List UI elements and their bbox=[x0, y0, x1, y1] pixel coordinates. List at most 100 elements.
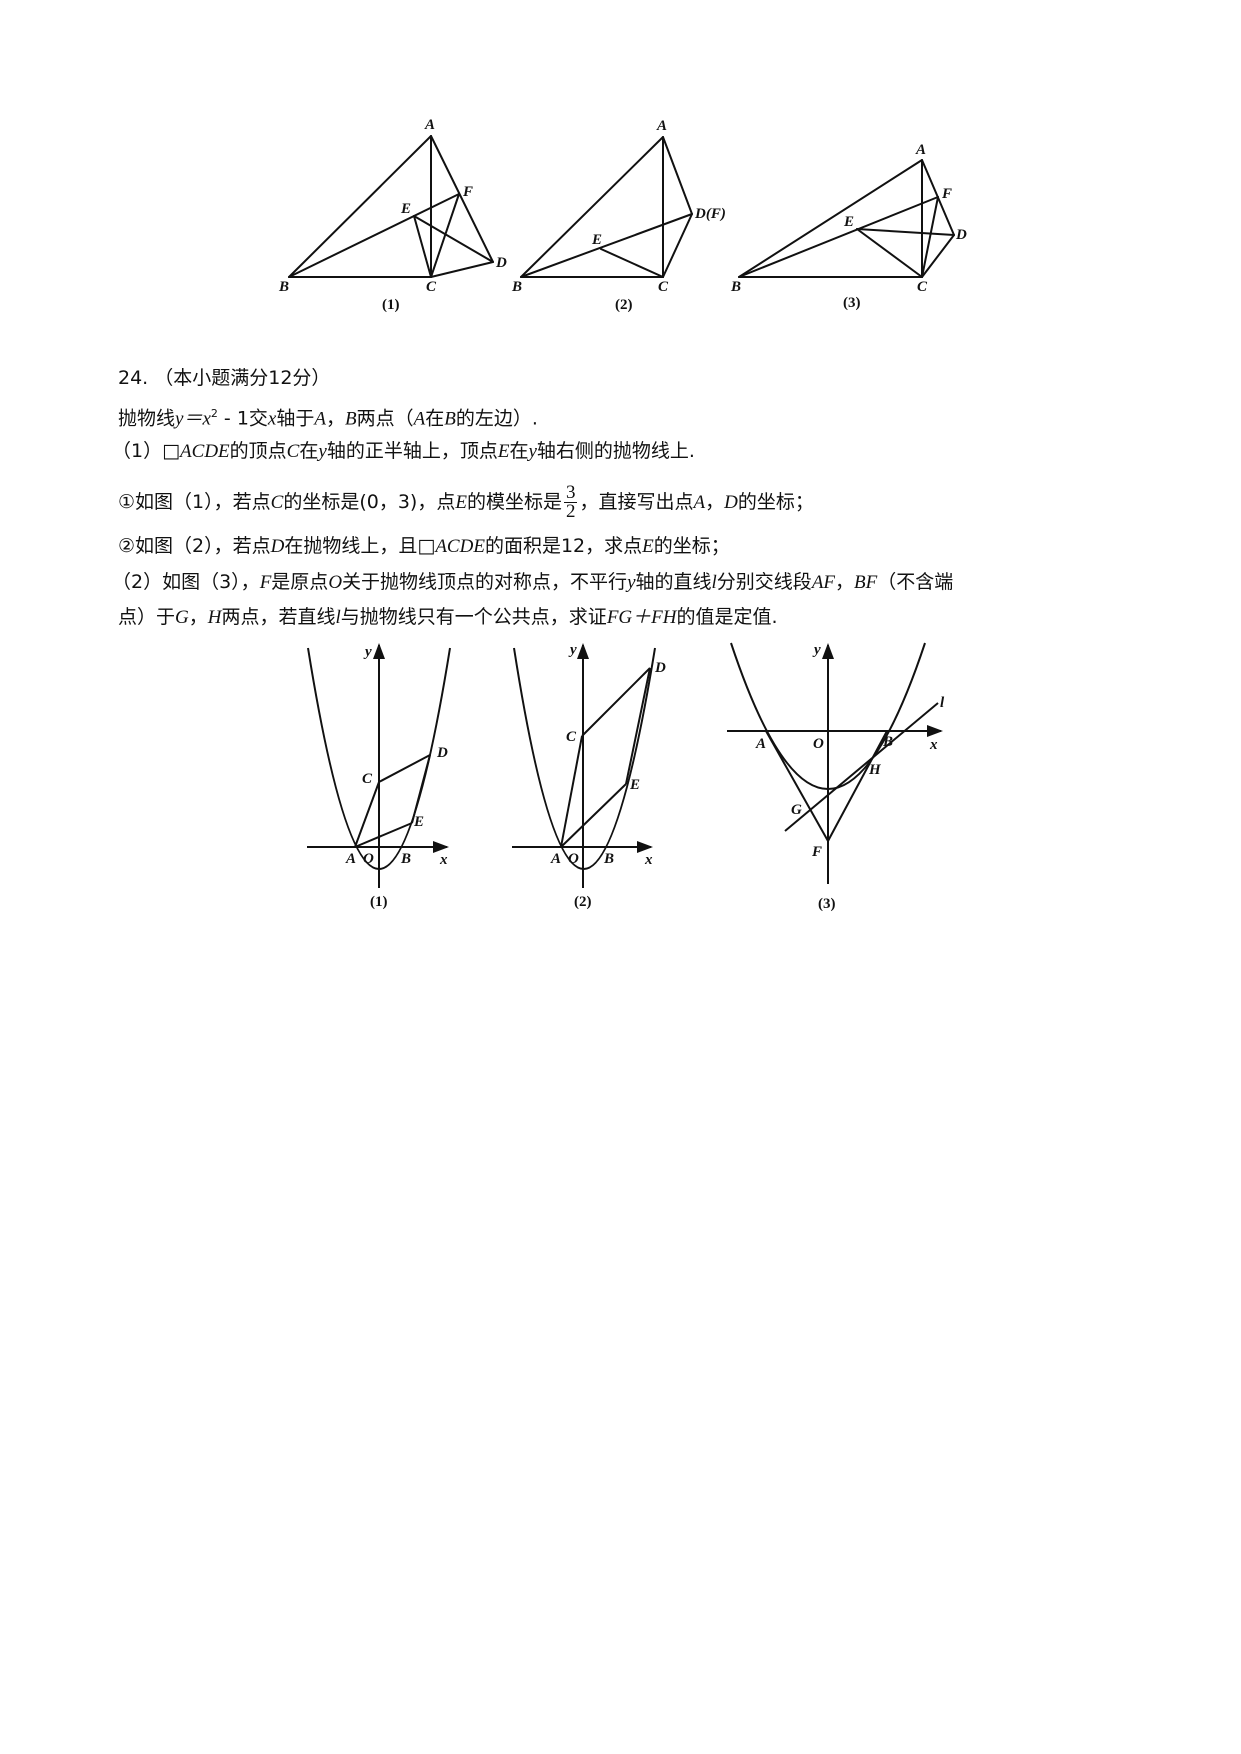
point-label-a: A bbox=[657, 118, 668, 134]
point-label-c: C bbox=[658, 279, 669, 295]
numerator: 3 bbox=[563, 482, 578, 503]
question-part-1: （1）□ACDE的顶点C在y轴的正半轴上，顶点E在y轴右侧的抛物线上. bbox=[112, 439, 695, 464]
axis-label-x: x bbox=[440, 852, 448, 868]
text: 的值是定值. bbox=[676, 606, 778, 628]
point-label-g: G bbox=[791, 802, 802, 818]
point-label-c: C bbox=[426, 279, 437, 295]
math: BF bbox=[854, 572, 878, 593]
math-sup: 2 bbox=[210, 407, 218, 420]
text: 的坐标是(0，3)，点 bbox=[283, 491, 456, 513]
axis-label-y: y bbox=[570, 642, 577, 658]
question-sub-2: ②如图（2），若点D在抛物线上，且□ACDE的面积是12，求点E的坐标； bbox=[118, 534, 730, 559]
text: 两点（ bbox=[356, 407, 414, 430]
point-label-a: A bbox=[551, 851, 562, 867]
text: 在 bbox=[509, 440, 529, 462]
text: ， bbox=[325, 407, 345, 430]
axis-label-x: x bbox=[930, 737, 938, 753]
point-label-b: B bbox=[604, 851, 615, 867]
point-label-d: D bbox=[956, 227, 967, 243]
math: B bbox=[345, 408, 357, 430]
text: 关于抛物线顶点的对称点，不平行 bbox=[342, 571, 628, 593]
text: 的面积是12，求点 bbox=[484, 535, 643, 557]
text: 的左边）. bbox=[455, 407, 538, 430]
point-label-e: E bbox=[844, 214, 855, 230]
math: y bbox=[627, 572, 636, 593]
math: l bbox=[335, 607, 341, 628]
math: G bbox=[175, 607, 189, 628]
text: 轴右侧的抛物线上. bbox=[536, 440, 695, 462]
math: FG＋FH bbox=[606, 607, 677, 628]
text: - 1交 bbox=[217, 407, 268, 430]
math: E bbox=[455, 492, 467, 513]
text: ， bbox=[188, 606, 208, 628]
point-label-f: F bbox=[812, 844, 823, 860]
math: A bbox=[314, 408, 326, 430]
point-label-h: H bbox=[869, 762, 881, 778]
text: （不含端 bbox=[877, 571, 954, 593]
text: 点）于 bbox=[118, 606, 176, 628]
figure-caption: (3) bbox=[818, 896, 836, 912]
question-intro: 抛物线y＝x2 - 1交x轴于A，B两点（A在B的左边）. bbox=[118, 402, 538, 431]
point-label-b: B bbox=[512, 279, 523, 295]
point-label-c: C bbox=[566, 729, 577, 745]
point-label-a: A bbox=[916, 142, 927, 158]
figure-caption: (1) bbox=[382, 297, 400, 313]
text: ②如图（2），若点 bbox=[118, 535, 271, 557]
point-label-d-f: D(F) bbox=[695, 206, 726, 222]
denominator: 2 bbox=[565, 501, 576, 522]
parallelogram-symbol: □ bbox=[417, 535, 436, 557]
question-part-2-continued: 点）于G，H两点，若直线l与抛物线只有一个公共点，求证FG＋FH的值是定值. bbox=[118, 605, 778, 630]
text: 的顶点 bbox=[229, 440, 287, 462]
point-label-a: A bbox=[425, 117, 436, 133]
text: 轴的正半轴上，顶点 bbox=[326, 440, 498, 462]
math: A bbox=[413, 408, 426, 430]
text: ，直接写出点 bbox=[579, 491, 694, 513]
point-label-d: D bbox=[655, 660, 666, 676]
bottom-figure-1-lines bbox=[307, 643, 451, 888]
point-label-c: C bbox=[917, 279, 928, 295]
bottom-parabola-figures bbox=[307, 642, 943, 888]
math: D bbox=[270, 536, 285, 557]
math: y bbox=[318, 441, 327, 462]
math: ACDE bbox=[435, 536, 485, 557]
top-geometry-figures bbox=[288, 135, 955, 278]
top-figure-2-lines bbox=[520, 136, 693, 278]
point-label-b: B bbox=[883, 734, 894, 750]
question-part-2: （2）如图（3），F是原点O关于抛物线顶点的对称点，不平行y轴的直线l分别交线段… bbox=[112, 570, 953, 595]
point-label-e: E bbox=[630, 777, 641, 793]
point-label-a: A bbox=[756, 736, 767, 752]
figure-caption: (2) bbox=[615, 297, 633, 313]
text: （2）如图（3）， bbox=[112, 571, 260, 593]
math: y＝x bbox=[175, 408, 211, 430]
math: ACDE bbox=[180, 441, 230, 462]
point-label-b: B bbox=[279, 279, 290, 295]
text: ①如图（1），若点 bbox=[118, 491, 271, 513]
line-label-l: l bbox=[940, 695, 945, 711]
parallelogram-symbol: □ bbox=[162, 440, 181, 462]
point-label-o: O bbox=[568, 851, 579, 867]
point-label-o: O bbox=[813, 736, 824, 752]
text: 轴于 bbox=[276, 407, 315, 430]
math: C bbox=[270, 492, 284, 513]
text: 分别交线段 bbox=[716, 571, 812, 593]
math: l bbox=[711, 572, 717, 593]
text: 与抛物线只有一个公共点，求证 bbox=[340, 606, 607, 628]
text: ， bbox=[835, 571, 855, 593]
math: E bbox=[642, 536, 654, 557]
top-figure-3-lines bbox=[738, 159, 955, 278]
math: E bbox=[497, 441, 510, 462]
math: y bbox=[528, 441, 537, 462]
point-label-o: O bbox=[363, 851, 374, 867]
figure-caption: (2) bbox=[574, 894, 592, 910]
math: C bbox=[286, 441, 300, 462]
point-label-e: E bbox=[401, 201, 412, 217]
point-label-f: F bbox=[463, 184, 474, 200]
text: 轴的直线 bbox=[635, 571, 712, 593]
point-label-e: E bbox=[592, 232, 603, 248]
text: 的坐标； bbox=[737, 491, 814, 513]
figure-caption: (1) bbox=[370, 894, 388, 910]
axis-label-x: x bbox=[645, 852, 653, 868]
text: 两点，若直线 bbox=[221, 606, 336, 628]
text: 抛物线 bbox=[118, 407, 176, 430]
